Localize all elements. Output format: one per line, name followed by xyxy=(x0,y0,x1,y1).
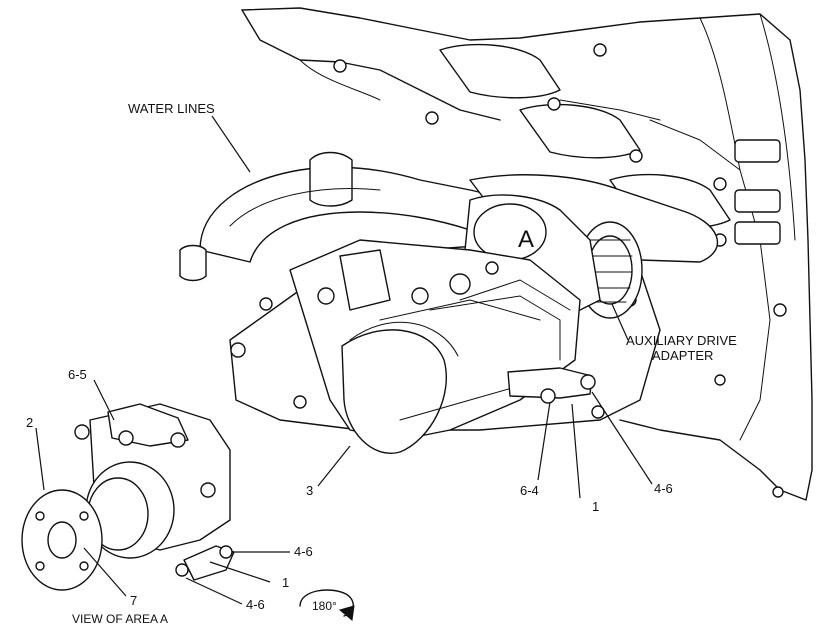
label-item-1-main: 1 xyxy=(592,499,600,514)
starter-bracket xyxy=(507,367,596,404)
label-auxiliary-drive-line2: ADAPTER xyxy=(652,348,714,363)
label-item-4-6-detail-bottom: 4-6 xyxy=(246,597,265,612)
label-item-7: 7 xyxy=(130,593,138,608)
label-item-1-detail: 1 xyxy=(282,575,290,590)
label-item-6-5: 6-5 xyxy=(68,367,87,382)
label-water-lines: WATER LINES xyxy=(128,101,215,116)
engine-block xyxy=(241,7,813,501)
label-item-4-6-main: 4-6 xyxy=(654,481,673,496)
label-area-a: A xyxy=(518,226,535,253)
label-item-4-6-detail-top: 4-6 xyxy=(294,544,313,559)
detail-view-area-a xyxy=(21,403,235,591)
label-item-3: 3 xyxy=(306,483,314,498)
label-item-2: 2 xyxy=(26,415,34,430)
label-item-6-4: 6-4 xyxy=(520,483,539,498)
rotation-arrow xyxy=(299,589,355,621)
leader-lines xyxy=(35,115,653,605)
label-view-of-area-a: VIEW OF AREA A xyxy=(72,612,169,626)
label-rotation-180: 180° xyxy=(312,599,337,613)
label-auxiliary-drive-line1: AUXILIARY DRIVE xyxy=(626,333,737,348)
